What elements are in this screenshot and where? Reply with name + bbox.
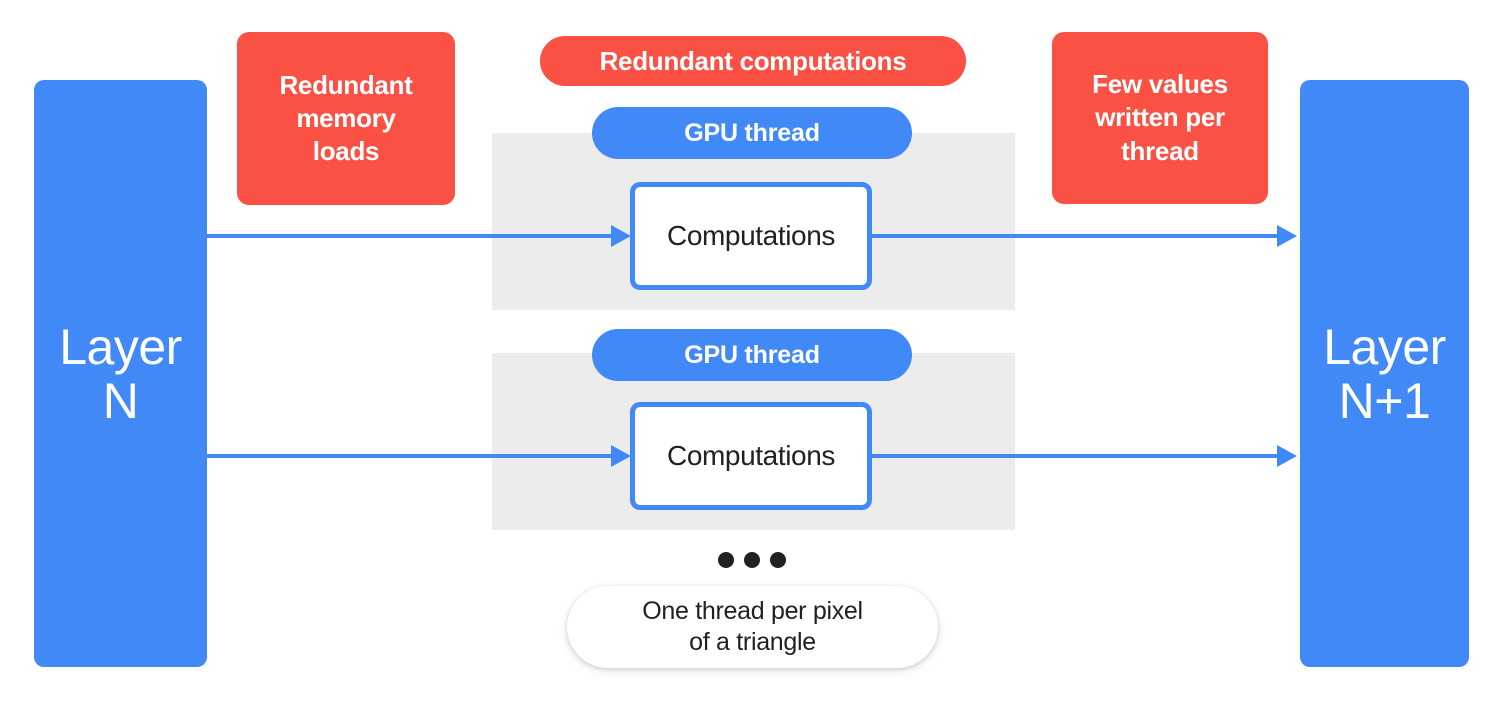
layer-n-box: Layer N (34, 80, 207, 667)
layer-n-plus-1-label: Layer N+1 (1323, 320, 1446, 428)
callout-redundant-memory-loads-text: Redundant memory loads (279, 69, 412, 169)
callout-line-1: Few values (1092, 69, 1228, 100)
gpu-thread-pill-2-label: GPU thread (684, 340, 820, 369)
callout-line-3: loads (312, 136, 380, 167)
computations-box-2-label: Computations (667, 440, 835, 471)
layer-n-plus-1-label-line2: N+1 (1338, 372, 1431, 429)
layer-n-label-line1: Layer (59, 318, 182, 375)
arrow-input-to-thread-1-head-icon (611, 225, 631, 247)
gpu-thread-pill-1: GPU thread (592, 107, 912, 159)
callout-few-values-written-per-thread: Few values written per thread (1052, 32, 1268, 204)
layer-n-plus-1-box: Layer N+1 (1300, 80, 1469, 667)
arrow-input-to-thread-1-line (207, 234, 615, 238)
arrow-input-to-thread-2-head-icon (611, 445, 631, 467)
ellipsis-more-threads-icon (718, 551, 786, 569)
note-line-1: One thread per pixel (642, 596, 863, 625)
layer-n-plus-1-label-line1: Layer (1323, 318, 1446, 375)
callout-line-3: thread (1121, 135, 1199, 166)
arrow-thread-1-to-output-line (872, 234, 1281, 238)
layer-n-label: Layer N (59, 320, 182, 428)
gpu-thread-pill-2: GPU thread (592, 329, 912, 381)
callout-line-2: memory (296, 102, 396, 133)
ellipsis-dot (718, 552, 734, 568)
computations-box-2: Computations (630, 402, 872, 510)
note-one-thread-per-pixel: One thread per pixel of a triangle (567, 586, 938, 668)
note-one-thread-per-pixel-text: One thread per pixel of a triangle (642, 596, 863, 659)
callout-few-values-text: Few values written per thread (1092, 68, 1228, 168)
ellipsis-dot (744, 552, 760, 568)
note-line-2: of a triangle (689, 628, 816, 656)
callout-redundant-computations: Redundant computations (540, 36, 966, 86)
computations-box-1-label: Computations (667, 220, 835, 251)
arrow-input-to-thread-2-line (207, 454, 615, 458)
callout-line-1: Redundant (279, 69, 413, 100)
layer-n-label-line2: N (102, 372, 139, 429)
callout-redundant-memory-loads: Redundant memory loads (237, 32, 455, 205)
ellipsis-dot (770, 552, 786, 568)
arrow-thread-2-to-output-head-icon (1277, 445, 1297, 467)
arrow-thread-2-to-output-line (872, 454, 1281, 458)
callout-redundant-computations-label: Redundant computations (599, 45, 907, 76)
computations-box-1: Computations (630, 182, 872, 290)
gpu-thread-pill-1-label: GPU thread (684, 118, 820, 147)
callout-line-2: written per (1095, 102, 1225, 133)
arrow-thread-1-to-output-head-icon (1277, 225, 1297, 247)
